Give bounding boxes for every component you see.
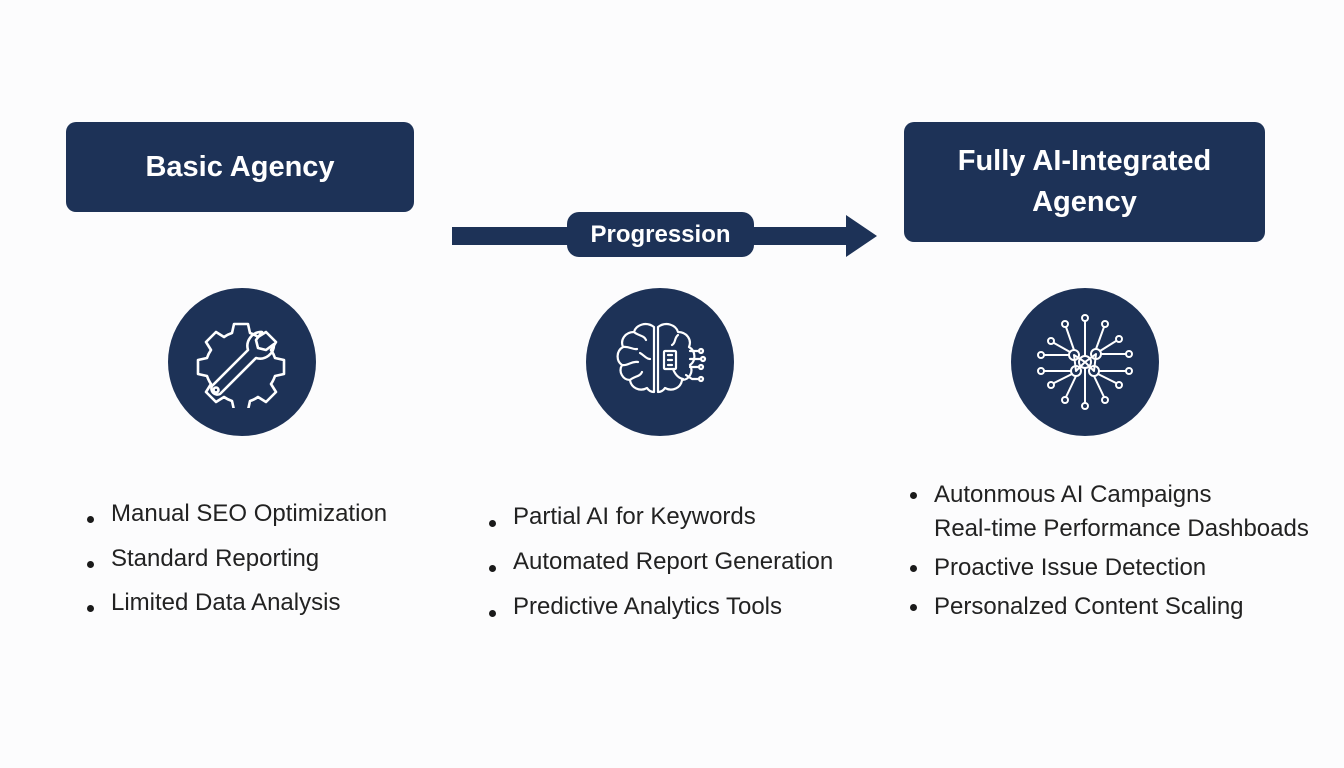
full-ai-features: Autonmous AI Campaigns Real-time Perform… bbox=[910, 478, 1309, 624]
basic-agency-features: Manual SEO Optimization Standard Reporti… bbox=[87, 497, 387, 631]
wrench-gear-icon bbox=[196, 322, 286, 408]
fully-ai-agency-title: Fully AI-Integrated Agency bbox=[957, 145, 1212, 218]
partial-ai-features: Partial AI for Keywords Automated Report… bbox=[489, 500, 833, 635]
list-item: Proactive Issue Detection bbox=[910, 551, 1309, 585]
list-item: Limited Data Analysis bbox=[87, 586, 387, 631]
list-item: Automated Report Generation bbox=[489, 545, 833, 590]
partial-ai-icon-circle bbox=[586, 288, 734, 436]
basic-agency-box: Basic Agency bbox=[66, 122, 414, 212]
basic-agency-title: Basic Agency bbox=[145, 150, 335, 183]
basic-agency-icon-circle bbox=[168, 288, 316, 436]
list-item: Real-time Performance Dashboads bbox=[934, 515, 1309, 542]
list-item: Predictive Analytics Tools bbox=[489, 590, 833, 635]
progression-label: Progression bbox=[567, 212, 754, 257]
fully-ai-agency-box: Fully AI-Integrated Agency bbox=[904, 122, 1265, 242]
list-item: Personalzed Content Scaling bbox=[910, 590, 1309, 624]
list-item: Autonmous AI Campaigns bbox=[910, 478, 1309, 512]
full-ai-icon-circle bbox=[1011, 288, 1159, 436]
list-item: Partial AI for Keywords bbox=[489, 500, 833, 545]
list-item: Manual SEO Optimization bbox=[87, 497, 387, 542]
ai-brain-icon bbox=[616, 323, 707, 394]
neural-network-icon bbox=[1037, 314, 1133, 410]
progression-text: Progression bbox=[590, 220, 731, 248]
list-item: Standard Reporting bbox=[87, 542, 387, 587]
